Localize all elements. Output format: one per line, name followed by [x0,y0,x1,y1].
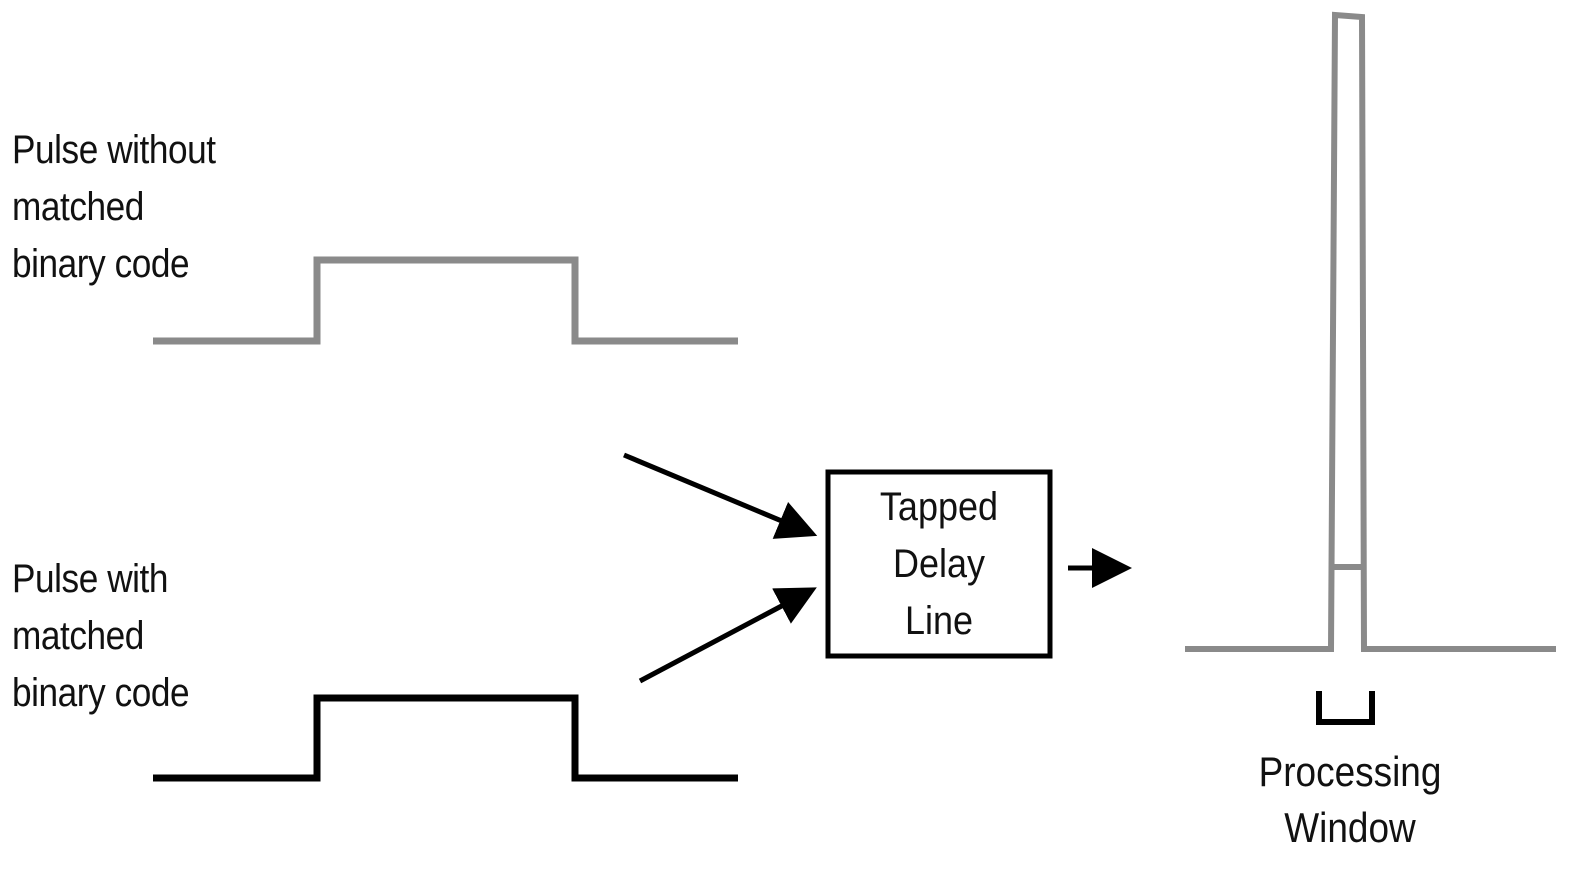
matched-pulse-waveform [153,694,738,782]
output-baseline-left [1185,11,1556,652]
label-line: matched [12,185,144,229]
label-line: Window [1284,804,1416,851]
label-pulse-with-matched-code: Pulse with matched binary code [12,551,190,722]
label-line: Pulse without [12,128,216,172]
label-line: Delay [892,541,986,586]
processing-window-bracket [1316,691,1375,725]
label-line: Tapped [879,484,999,529]
processing-window-label: Processing Window [1209,744,1491,856]
label-pulse-without-matched-code: Pulse without matched binary code [12,122,216,293]
label-line: matched [12,614,144,658]
arrow-lower-input [638,587,817,684]
label-line: binary code [12,242,190,286]
tapped-delay-line-box [825,469,1053,659]
tapped-delay-line-label: Tapped Delay Line [839,472,1039,656]
label-line: Processing [1258,748,1442,795]
label-line: binary code [12,671,190,715]
unmatched-pulse-waveform [153,256,738,345]
label-line: Pulse with [12,557,169,601]
arrow-upper-input [623,452,818,539]
label-line: Line [904,598,974,643]
